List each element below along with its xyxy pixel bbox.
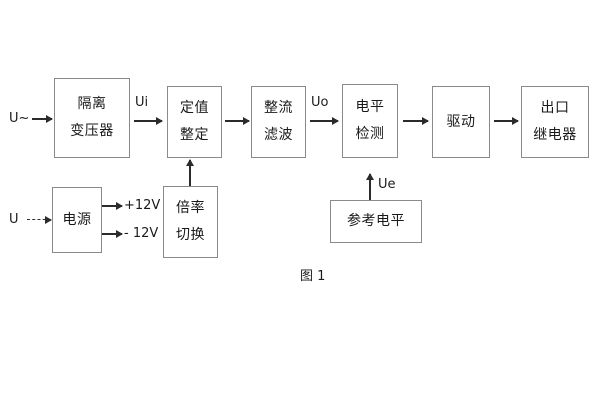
block-rectify-filter[interactable]: 整流 滤波 [251, 86, 306, 158]
block-level-detection[interactable]: 电平 检测 [342, 84, 398, 158]
block-isolation-transformer-line1: 隔离 [77, 96, 107, 113]
arrow-dc-input-to-power-supply [27, 219, 51, 220]
input-label-ac: U~ [9, 111, 30, 126]
block-setting-value-line2: 整定 [180, 127, 209, 143]
arrow-drive-to-output-relay [494, 120, 518, 122]
block-reference-level-line1: 参考电平 [347, 213, 405, 230]
arrow-ac-input-to-transformer [32, 118, 52, 120]
block-setting-value-line1: 定值 [180, 100, 209, 117]
signal-label-uo: Uo [311, 95, 329, 110]
block-power-supply-line1: 电源 [62, 211, 92, 228]
arrow-power-supply-plus12v [102, 205, 122, 207]
block-setting-value[interactable]: 定值 整定 [167, 86, 222, 158]
figure-caption: 图 1 [300, 269, 326, 284]
arrow-transformer-to-setting [134, 120, 162, 122]
signal-label-minus12v: - 12V [124, 226, 159, 241]
block-multiplier-switch[interactable]: 倍率 切换 [163, 186, 218, 258]
block-multiplier-switch-line1: 倍率 [176, 200, 205, 217]
block-multiplier-switch-line2: 切换 [176, 227, 205, 243]
block-reference-level[interactable]: 参考电平 [330, 200, 422, 243]
signal-label-ue: Ue [378, 177, 396, 192]
block-output-relay-line1: 出口 [540, 100, 570, 117]
signal-label-plus12v: +12V [124, 198, 161, 213]
block-isolation-transformer-line2: 变压器 [70, 123, 114, 139]
block-output-relay[interactable]: 出口 继电器 [521, 86, 589, 158]
block-drive-line1: 驱动 [446, 113, 476, 130]
arrow-setting-to-rectifier [225, 120, 249, 122]
block-level-detection-line1: 电平 [355, 99, 385, 116]
block-rectify-filter-line1: 整流 [264, 100, 293, 117]
block-power-supply[interactable]: 电源 [52, 187, 102, 253]
block-rectify-filter-line2: 滤波 [264, 127, 293, 143]
block-level-detection-line2: 检测 [355, 126, 385, 142]
arrow-rectifier-to-level-detection [310, 120, 338, 122]
arrow-power-supply-minus12v [102, 233, 122, 235]
arrow-reference-level-to-level-detection [369, 174, 371, 200]
block-drive[interactable]: 驱动 [432, 86, 490, 158]
input-label-dc: U [9, 212, 19, 227]
block-output-relay-line2: 继电器 [533, 127, 577, 143]
signal-label-ui: Ui [135, 95, 149, 110]
arrow-multiplier-switch-to-setting [189, 160, 191, 186]
block-isolation-transformer[interactable]: 隔离 变压器 [54, 78, 130, 158]
arrow-level-detection-to-drive [403, 120, 428, 122]
